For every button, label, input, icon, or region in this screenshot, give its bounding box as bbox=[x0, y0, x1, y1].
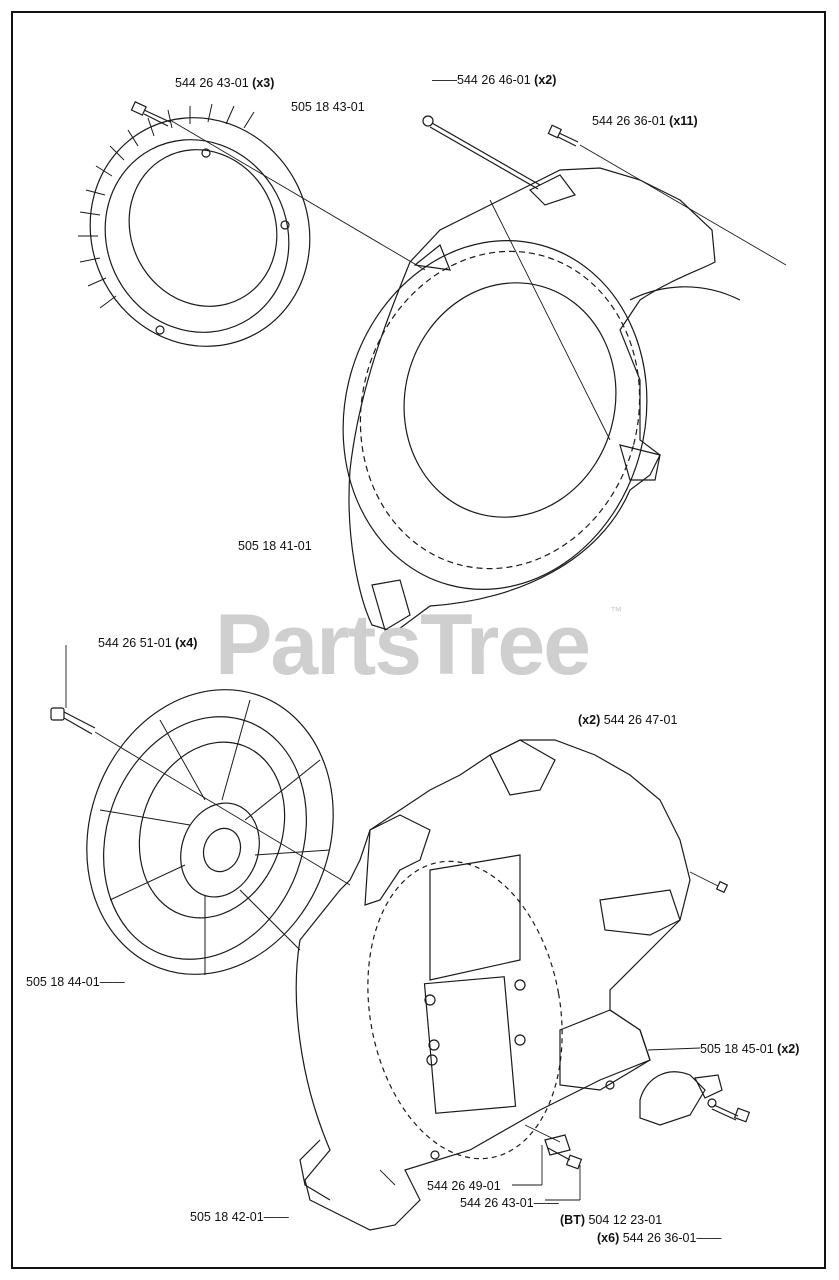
label-505-18-45-01-x2: 505 18 45-01 (x2) bbox=[700, 1042, 800, 1056]
label-544-26-46-01-x2: ——544 26 46-01 (x2) bbox=[432, 73, 557, 87]
finned-cooling-ring bbox=[78, 103, 311, 347]
label-505-18-44-01: 505 18 44-01—— bbox=[26, 975, 125, 989]
long-bolt bbox=[422, 115, 541, 190]
partstree-watermark: PartsTree bbox=[215, 597, 591, 693]
impeller-fan-wheel bbox=[86, 689, 334, 975]
label-544-26-43-01-x3: 544 26 43-01 (x3) bbox=[175, 76, 275, 90]
leader-lines-upper bbox=[169, 119, 787, 441]
mount-bracket bbox=[639, 1047, 751, 1126]
label-505-18-42-01: 505 18 42-01—— bbox=[190, 1210, 289, 1224]
wheel-screw bbox=[50, 707, 96, 735]
screw-top-left bbox=[130, 101, 171, 127]
label-505-18-41-01: 505 18 41-01 bbox=[238, 539, 312, 553]
label-544-26-49-01: 544 26 49-01 bbox=[427, 1179, 501, 1193]
fan-cover-housing bbox=[342, 167, 741, 633]
label-544-26-43-01: 544 26 43-01—— bbox=[460, 1196, 559, 1210]
label-544-26-36-01-x6: (x6) 544 26 36-01—— bbox=[597, 1231, 722, 1245]
blower-housing bbox=[295, 739, 691, 1231]
trademark-mark: ™ bbox=[610, 604, 622, 618]
label-544-26-51-01-x4: 544 26 51-01 (x4) bbox=[98, 636, 198, 650]
label-505-18-43-01: 505 18 43-01 bbox=[291, 100, 365, 114]
leader-lines-middle bbox=[65, 645, 351, 886]
label-544-26-47-01-x2: (x2) 544 26 47-01 bbox=[578, 713, 678, 727]
diagram-frame bbox=[11, 11, 826, 1269]
label-544-26-36-01-x11: 544 26 36-01 (x11) bbox=[592, 114, 698, 128]
label-504-12-23-01-bt: (BT) 504 12 23-01 bbox=[560, 1213, 663, 1227]
small-screw-top bbox=[547, 124, 579, 147]
spring-clip bbox=[544, 1134, 583, 1170]
small-screw-right bbox=[689, 871, 729, 894]
leader-lines-lower bbox=[379, 1124, 581, 1201]
